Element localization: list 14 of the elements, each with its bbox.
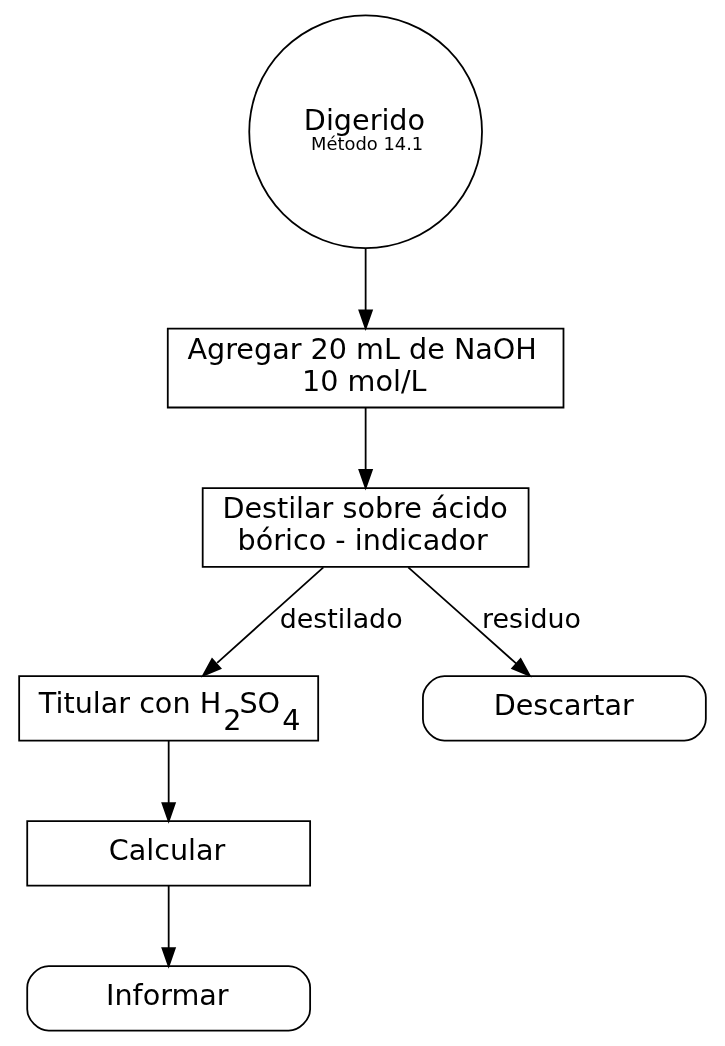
- edge-label: residuo: [482, 602, 581, 634]
- arrow: [161, 739, 177, 824]
- arrow: [407, 566, 532, 678]
- node-box: Descartar: [422, 675, 707, 742]
- node-box: Destilar sobre ácido bórico - indicador: [201, 487, 530, 568]
- node-box: Calcular: [26, 820, 312, 887]
- edge-label: destilado: [279, 602, 403, 634]
- node-box: Informar: [26, 965, 312, 1032]
- arrow: [358, 247, 374, 332]
- node-circle: Digerido Método 14.1: [248, 14, 483, 250]
- arrow: [358, 406, 374, 491]
- node-box: Agregar 20 mL de NaOH 10 mol/L: [166, 327, 565, 409]
- arrow: [161, 884, 177, 969]
- arrow: [201, 566, 325, 678]
